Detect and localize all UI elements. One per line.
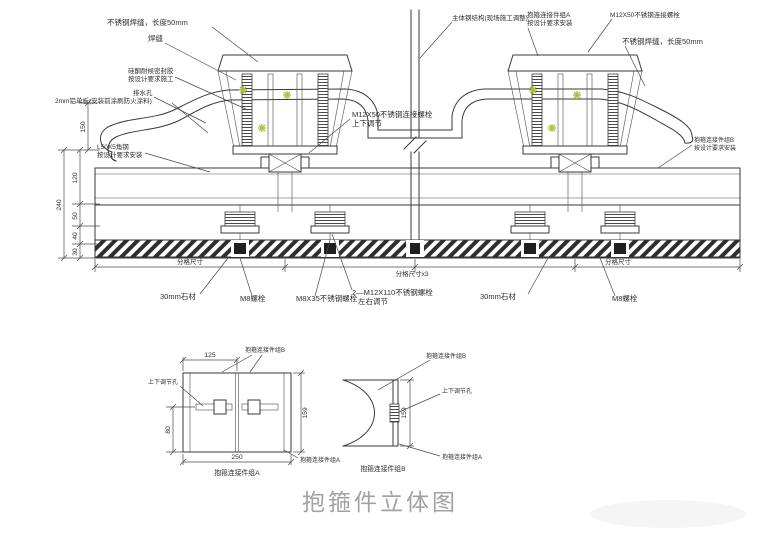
label-angle-steel-2: 按设计要求安装	[97, 150, 143, 159]
label-clamp-a-1: 抱箍连接件组A	[527, 10, 571, 19]
label-m8-right: M8螺栓	[612, 293, 638, 303]
detail-b-label-group-b: 抱箍连接件组B	[426, 352, 466, 360]
dim-120: 120	[72, 172, 79, 184]
weld-mark-icon	[282, 90, 292, 100]
aluminum-panel	[100, 88, 694, 162]
label-grid-right: 分格尺寸	[605, 257, 632, 266]
label-m12x110-2: 左右调节	[358, 296, 388, 306]
dim-30: 30	[72, 248, 79, 256]
detail-b-side-view: 159 抱箍连接件组B 上下调节孔 抱箍连接件组A 抱箍连接件组B	[342, 352, 482, 473]
label-m12x110-1: 2—M12X110不锈钢螺栓	[352, 287, 433, 297]
weld-mark-icon	[257, 123, 267, 133]
bottom-dimensions: 分格尺寸 分格尺寸x3 分格尺寸	[91, 257, 744, 278]
label-steel-top: 主体钢结构(现场施工调整)	[452, 13, 528, 22]
clamp-assembly-left	[217, 54, 353, 213]
label-bolt-mid-1: M12X50不锈钢连接螺栓	[352, 109, 433, 119]
label-clamp-b-1: 抱箍连接件组B	[694, 136, 734, 144]
label-m8x35: M8X35不锈钢螺栓	[296, 293, 358, 303]
break-mark	[413, 140, 427, 154]
label-stone-left: 30mm石材	[160, 291, 196, 301]
detail-a-dim-80: 80	[165, 426, 172, 434]
center-pole	[403, 9, 427, 241]
detail-a-label-adjust-hole: 上下调节孔	[148, 378, 178, 386]
dim-40: 40	[72, 232, 79, 240]
label-stone-right: 30mm石材	[480, 291, 516, 301]
label-bolt-topright: M12X50不锈钢连接螺栓	[610, 10, 680, 19]
detail-a-label-group-a: 抱箍连接件组A	[300, 456, 340, 464]
dim-150: 150	[80, 121, 87, 133]
label-sealant-1: 硅酮耐候密封胶	[128, 66, 174, 75]
detail-b-label-group-a: 抱箍连接件组A	[442, 453, 482, 461]
label-drain-hole: 排水孔	[133, 88, 153, 97]
detail-a-dim-250: 250	[231, 454, 243, 461]
detail-a-front-view: 125 80 250 159 上下调节孔 抱箍连接件组B 抱箍连接件组A 抱箍连…	[148, 346, 340, 477]
label-grid-left: 分格尺寸	[177, 257, 204, 266]
label-clamp-a-2: 按设计要求安装	[527, 18, 573, 27]
detail-b-caption: 抱箍连接件组B	[360, 464, 406, 473]
clamp-assembly-right	[507, 54, 643, 213]
detail-a-dim-159: 159	[302, 407, 309, 419]
label-alu-panel: 2mm铝单板(安装前涂刷防火涂料)	[55, 96, 152, 105]
weld-mark-icon	[528, 85, 538, 95]
weld-marks	[238, 85, 582, 133]
weld-mark-icon	[547, 123, 557, 133]
label-m8-left: M8螺栓	[240, 293, 266, 303]
label-sealant-2: 按设计要求施工	[128, 74, 174, 83]
dim-240: 240	[56, 199, 63, 211]
label-weld-right: 不锈钢焊缝，长度50mm	[622, 36, 703, 46]
label-bolt-mid-2: 上下调节	[352, 119, 382, 128]
weld-mark-icon	[238, 85, 248, 95]
detail-a-caption: 抱箍连接件组A	[214, 468, 260, 477]
dim-50: 50	[72, 212, 79, 220]
center-bolt	[410, 243, 420, 254]
label-weld-left: 不锈钢焊缝，长度50mm	[107, 17, 188, 27]
drawing-title: 抱箍件立体图	[302, 489, 458, 515]
detail-a-label-group-b: 抱箍连接件组B	[245, 346, 285, 354]
detail-b-dim-159: 159	[401, 407, 408, 419]
leader-lines	[144, 18, 693, 297]
label-weld-short: 焊缝	[148, 33, 163, 43]
detail-a-dim-125: 125	[204, 352, 216, 359]
left-dimensions: 150 120 50 40 30 240	[56, 99, 100, 262]
label-grid-center: 分格尺寸x3	[396, 269, 429, 278]
detail-b-label-adjust-hole: 上下调节孔	[442, 387, 472, 395]
label-clamp-b-2: 按设计要求安装	[694, 144, 736, 152]
annotations: 不锈钢焊缝，长度50mm 焊缝 硅酮耐候密封胶 按设计要求施工 排水孔 2mm铝…	[55, 10, 736, 306]
weld-mark-icon	[572, 90, 582, 100]
horizontal-rails	[94, 167, 741, 259]
label-angle-steel-1: L50X5角钢	[97, 142, 129, 151]
break-mark	[403, 136, 417, 150]
anchor-units	[220, 204, 640, 258]
watermark	[590, 500, 746, 528]
